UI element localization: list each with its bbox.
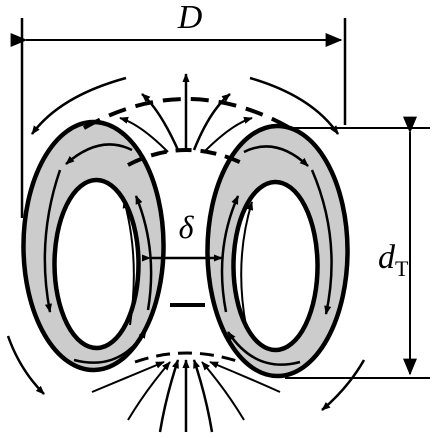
- right-ring-flow-bottom: [226, 331, 301, 366]
- inflow-arrows: [127, 359, 245, 433]
- circulation-bottom-inner-left: [91, 361, 165, 393]
- thickness-label: dT: [378, 239, 409, 281]
- outflow-far-left-arrow: [119, 116, 169, 153]
- inflow-far-right-arrow: [201, 361, 245, 421]
- gap-dimension: δ: [141, 209, 223, 262]
- circulation-arrows: [6, 76, 366, 411]
- left-ring-flow-bottom: [73, 329, 148, 364]
- right-ring-flow-outer: [310, 169, 333, 315]
- outflow-left-arrow: [141, 93, 180, 151]
- left-ring-body: [21, 119, 166, 373]
- gap-label: δ: [179, 209, 195, 245]
- inflow-left-arrow: [158, 359, 180, 433]
- left-ring-flow-inner: [134, 195, 153, 311]
- right-ring-section: [205, 123, 350, 379]
- ring-thickness-dimension: dT: [285, 116, 430, 379]
- circulation-top-left: [30, 76, 127, 135]
- right-ring-flow-top: [243, 145, 309, 167]
- diameter-label: D: [177, 0, 203, 36]
- outflow-arrows: [119, 73, 253, 153]
- outflow-right-arrow: [192, 93, 231, 151]
- diameter-dimension: D: [10, 0, 347, 218]
- left-ring-flow-inner2: [122, 199, 135, 326]
- outflow-far-right-arrow: [203, 116, 253, 153]
- circulation-bottom-right: [321, 359, 366, 411]
- right-ring-flow-inner: [220, 195, 240, 313]
- inflow-right-arrow: [192, 359, 214, 433]
- right-ring-flow-inner2: [240, 201, 254, 327]
- left-ring-flow-outer: [43, 169, 62, 313]
- circulation-bottom-left: [6, 335, 45, 395]
- right-ring-body: [205, 123, 350, 379]
- circulation-bottom-inner-right: [209, 361, 281, 393]
- circulation-top-right: [249, 76, 340, 135]
- inflow-far-left-arrow: [127, 361, 171, 421]
- left-ring-section: [21, 119, 166, 373]
- left-ring-flow-top: [65, 143, 133, 165]
- upper-dashed-arc: [83, 97, 291, 130]
- bottom-dashed-arc: [134, 351, 241, 364]
